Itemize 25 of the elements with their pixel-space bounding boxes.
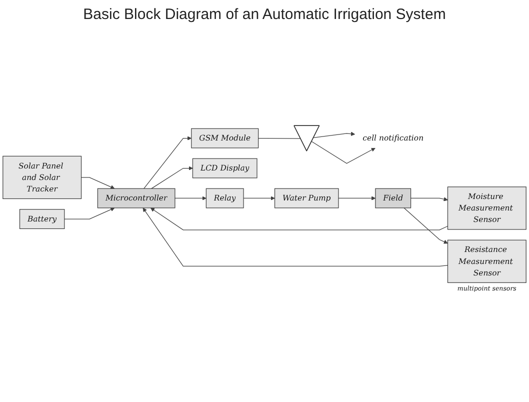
- arrow: [64, 208, 115, 220]
- arrow: [151, 166, 193, 189]
- node-box: [206, 188, 244, 208]
- connector: [258, 138, 301, 139]
- arrow: [313, 132, 356, 138]
- arrow: [338, 196, 376, 200]
- node-box: [447, 240, 526, 283]
- node-box: [274, 188, 339, 208]
- node-box: [447, 186, 526, 230]
- node-box: [375, 188, 412, 208]
- node-box: [19, 209, 65, 229]
- arrow: [243, 196, 275, 200]
- node-box: [191, 128, 259, 148]
- arrow: [144, 136, 192, 189]
- arrow: [142, 208, 448, 267]
- diagram-title: Basic Block Diagram of an Automatic Irrigation System: [82, 5, 447, 25]
- arrow: [150, 208, 448, 230]
- node-box: [2, 156, 82, 200]
- node-box: [192, 158, 258, 178]
- arrow: [80, 177, 115, 189]
- arrow: [404, 208, 448, 244]
- arrow: [311, 141, 376, 164]
- node-box: [97, 188, 176, 208]
- arrow: [410, 197, 448, 202]
- arrow: [174, 196, 206, 200]
